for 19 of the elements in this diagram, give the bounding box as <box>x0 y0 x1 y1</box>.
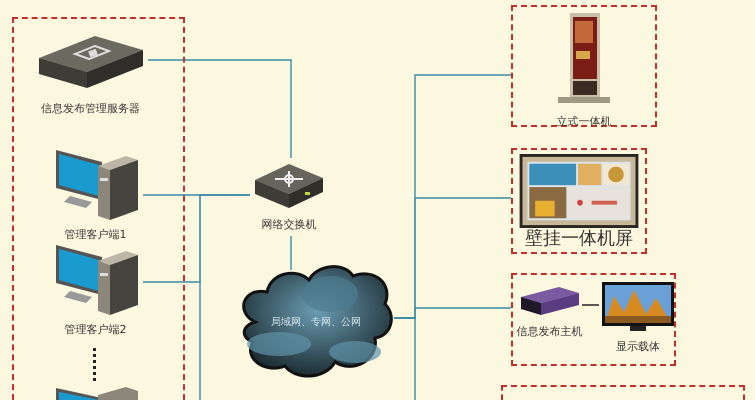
dashed-group-box <box>511 148 647 254</box>
dashed-group-box <box>12 17 185 400</box>
device-label: 显示载体 <box>616 340 660 353</box>
device-label: 网络交换机 <box>262 218 316 231</box>
device-label: 管理客户端1 <box>64 228 126 241</box>
device-label: 壁挂一体机屏 <box>525 228 633 250</box>
device-label: 立式一体机 <box>556 115 612 128</box>
device-label: 局域网、专网、公网 <box>270 316 362 329</box>
dashed-group-box <box>511 5 657 127</box>
connector-line <box>199 194 250 400</box>
connector-line <box>394 317 416 400</box>
connector-line <box>148 59 292 158</box>
dashed-group-box <box>511 273 676 366</box>
device-label: 信息发布主机 <box>516 325 582 338</box>
device-label: 信息发布管理服务器 <box>41 102 140 115</box>
dashed-group-box <box>501 385 745 400</box>
connector-line <box>582 304 599 306</box>
connector-line <box>290 236 292 270</box>
device-label: 管理客户端2 <box>64 323 126 336</box>
